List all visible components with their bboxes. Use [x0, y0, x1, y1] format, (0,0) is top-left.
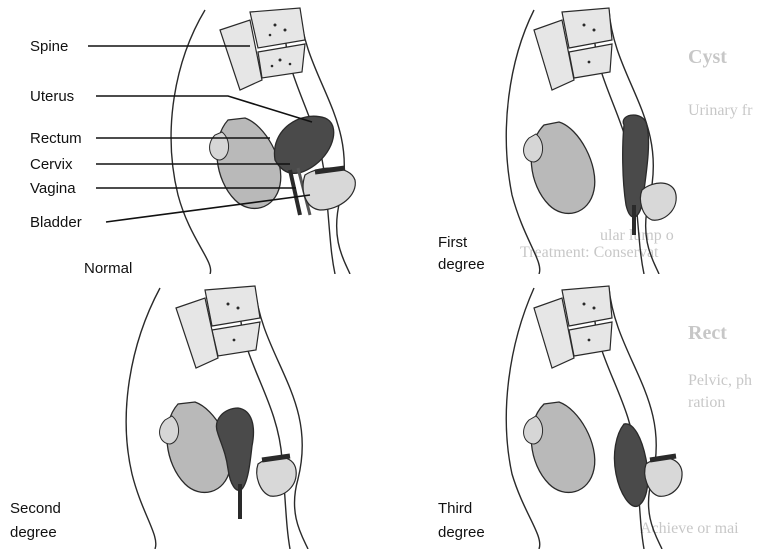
uterus-shape — [274, 116, 333, 173]
panel-third-degree: Third degree — [384, 274, 684, 549]
bg-heading-rect: Rect — [688, 322, 727, 344]
label-uterus: Uterus — [30, 88, 74, 106]
panel-label-second-line2: degree — [10, 524, 57, 542]
bg-line: ration — [688, 392, 725, 414]
bg-line: Urinary fr — [688, 100, 752, 122]
panel-label-normal: Normal — [84, 260, 132, 274]
panel-label-third-line1: Third — [438, 500, 472, 518]
bg-line: Pelvic, ph — [688, 370, 752, 392]
anatomy-first-degree — [384, 0, 684, 274]
anatomy-third-degree — [384, 274, 684, 549]
bladder-shape — [303, 168, 355, 210]
panel-normal: Spine Uterus Rectum Cervix Vagina Bladde… — [0, 0, 384, 274]
panel-label-third-line2: degree — [438, 524, 485, 542]
label-bladder: Bladder — [30, 214, 82, 232]
spine-vertebrae — [220, 8, 305, 90]
panel-label-first-line1: First — [438, 234, 467, 252]
panel-first-degree: First degree — [384, 0, 684, 274]
uterus-shape — [614, 424, 648, 507]
panel-label-second-line1: Second — [10, 500, 61, 518]
label-spine: Spine — [30, 38, 68, 56]
label-rectum: Rectum — [30, 130, 82, 148]
panel-label-first-line2: degree — [438, 256, 485, 274]
label-cervix: Cervix — [30, 156, 73, 174]
panel-second-degree: Second degree — [0, 274, 384, 549]
bg-heading-cyst: Cyst — [688, 46, 727, 68]
label-vagina: Vagina — [30, 180, 76, 198]
